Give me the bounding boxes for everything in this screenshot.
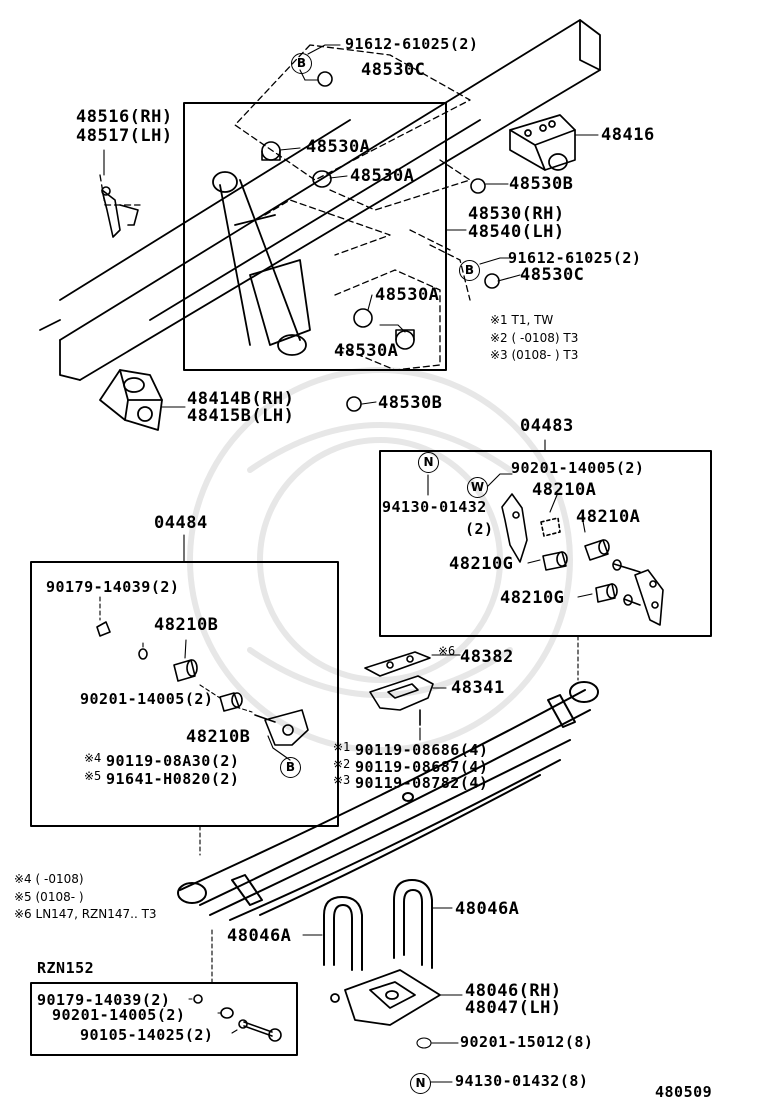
- label-90201-14005-left: 90201-14005(2): [80, 690, 214, 708]
- label-90119-08a30: 90119-08A30(2): [106, 752, 240, 770]
- label-48530a-4: 48530A: [334, 341, 399, 361]
- label-48530b-mid: 48530B: [378, 393, 443, 413]
- label-48530: 48530(RH): [468, 204, 565, 224]
- marker-n-kit: N: [418, 452, 439, 473]
- label-48516: 48516(RH): [76, 107, 173, 127]
- label-94130-01432-kit: 94130-01432: [382, 498, 487, 516]
- label-48046a-left: 48046A: [227, 926, 292, 946]
- label-48414b: 48414B(RH): [187, 389, 295, 409]
- label-48210g-1: 48210G: [449, 554, 514, 574]
- label-48517: 48517(LH): [76, 126, 173, 146]
- note-2: ※2 ( -0108) T3: [490, 331, 579, 345]
- label-48540: 48540(LH): [468, 222, 565, 242]
- label-90201-15012: 90201-15012(8): [460, 1033, 594, 1051]
- label-rzn152: RZN152: [37, 959, 95, 977]
- label-94130-qty: (2): [465, 520, 494, 538]
- marker-b-mid: B: [459, 260, 480, 281]
- label-04483: 04483: [520, 416, 574, 436]
- label-48046: 48046(RH): [465, 981, 562, 1001]
- u-bolt-left: [323, 896, 363, 971]
- rzn152-parts: [193, 994, 282, 1042]
- bushing-48530a-4: [395, 329, 415, 350]
- label-48530a-2: 48530A: [350, 166, 415, 186]
- bushing-48530c-mid: [484, 273, 500, 289]
- spring-pad-48382: [364, 651, 431, 677]
- prefix-4: ※4: [84, 751, 102, 765]
- label-48210b-1: 48210B: [154, 615, 219, 635]
- marker-w-kit: W: [467, 477, 488, 498]
- diagram-id: 480509: [655, 1083, 713, 1101]
- bracket-48416: [509, 114, 576, 171]
- label-48416: 48416: [601, 125, 655, 145]
- label-48530a-3: 48530A: [375, 285, 440, 305]
- label-90201-14005-rzn: 90201-14005(2): [52, 1006, 186, 1024]
- bushing-48530a-2: [312, 170, 332, 188]
- label-04484: 04484: [154, 513, 208, 533]
- label-90179-14039: 90179-14039(2): [46, 578, 180, 596]
- spring-plate-48341: [369, 675, 434, 726]
- label-48530c-top: 48530C: [361, 60, 426, 80]
- label-48530a-1: 48530A: [306, 137, 371, 157]
- note-6: ※6 LN147, RZN147.. T3: [14, 907, 157, 921]
- note-5: ※5 (0108- ): [14, 890, 84, 904]
- note-4: ※4 ( -0108): [14, 872, 84, 886]
- frame-rail: [39, 19, 601, 381]
- label-48530c-mid: 48530C: [520, 265, 585, 285]
- label-48415b: 48415B(LH): [187, 406, 295, 426]
- label-48210b-2: 48210B: [186, 727, 251, 747]
- label-90119-08782: 90119-08782(4): [355, 774, 489, 792]
- bushing-48530b-mid: [346, 396, 362, 412]
- label-94130-01432-bottom: 94130-01432(8): [455, 1072, 589, 1090]
- label-48210a-1: 48210A: [532, 480, 597, 500]
- bushings-48210: [540, 517, 618, 603]
- note-3: ※3 (0108- ) T3: [490, 348, 579, 362]
- shock-absorber-box: [183, 102, 447, 371]
- label-48210g-2: 48210G: [500, 588, 565, 608]
- label-90119-08687: 90119-08687(4): [355, 758, 489, 776]
- shackle-bolts: [612, 559, 641, 606]
- spring-seat-48046: [330, 969, 441, 1026]
- label-48210a-2: 48210A: [576, 507, 641, 527]
- label-91612-61025-mid: 91612-61025(2): [508, 249, 642, 267]
- note-1: ※1 T1, TW: [490, 313, 554, 327]
- prefix-5: ※5: [84, 769, 102, 783]
- label-90179-14039-rzn: 90179-14039(2): [37, 991, 171, 1009]
- marker-b-top: B: [291, 53, 312, 74]
- label-48341: 48341: [451, 678, 505, 698]
- label-48046a-right: 48046A: [455, 899, 520, 919]
- bracket-48414b: [99, 369, 163, 431]
- prefix-6: ※6: [438, 644, 456, 658]
- bracket-48516: [101, 186, 139, 238]
- bushing-48530a-1: [261, 141, 281, 161]
- prefix-3: ※3: [333, 773, 351, 787]
- bushing-48530b-top: [470, 178, 486, 194]
- bushing-48530c-top: [317, 71, 333, 87]
- prefix-1: ※1: [333, 740, 351, 754]
- leaf-spring: [177, 681, 599, 921]
- label-91612-61025-top: 91612-61025(2): [345, 35, 479, 53]
- marker-n-bottom: N: [410, 1073, 431, 1094]
- label-90119-08686: 90119-08686(4): [355, 741, 489, 759]
- label-48382: 48382: [460, 647, 514, 667]
- label-90201-14005-kit: 90201-14005(2): [511, 459, 645, 477]
- kit-04484-parts: [96, 621, 309, 746]
- shackle-plates: [501, 493, 664, 626]
- u-bolt-right: [393, 879, 433, 969]
- bushing-48530a-3: [353, 308, 373, 328]
- label-91641-h0820: 91641-H0820(2): [106, 770, 240, 788]
- label-90105-14025: 90105-14025(2): [80, 1026, 214, 1044]
- prefix-2: ※2: [333, 757, 351, 771]
- label-48530b-top: 48530B: [509, 174, 574, 194]
- label-48047: 48047(LH): [465, 998, 562, 1018]
- marker-b-kit: B: [280, 757, 301, 778]
- shock-absorber: [212, 171, 311, 356]
- kit-box-rzn152: [30, 982, 298, 1056]
